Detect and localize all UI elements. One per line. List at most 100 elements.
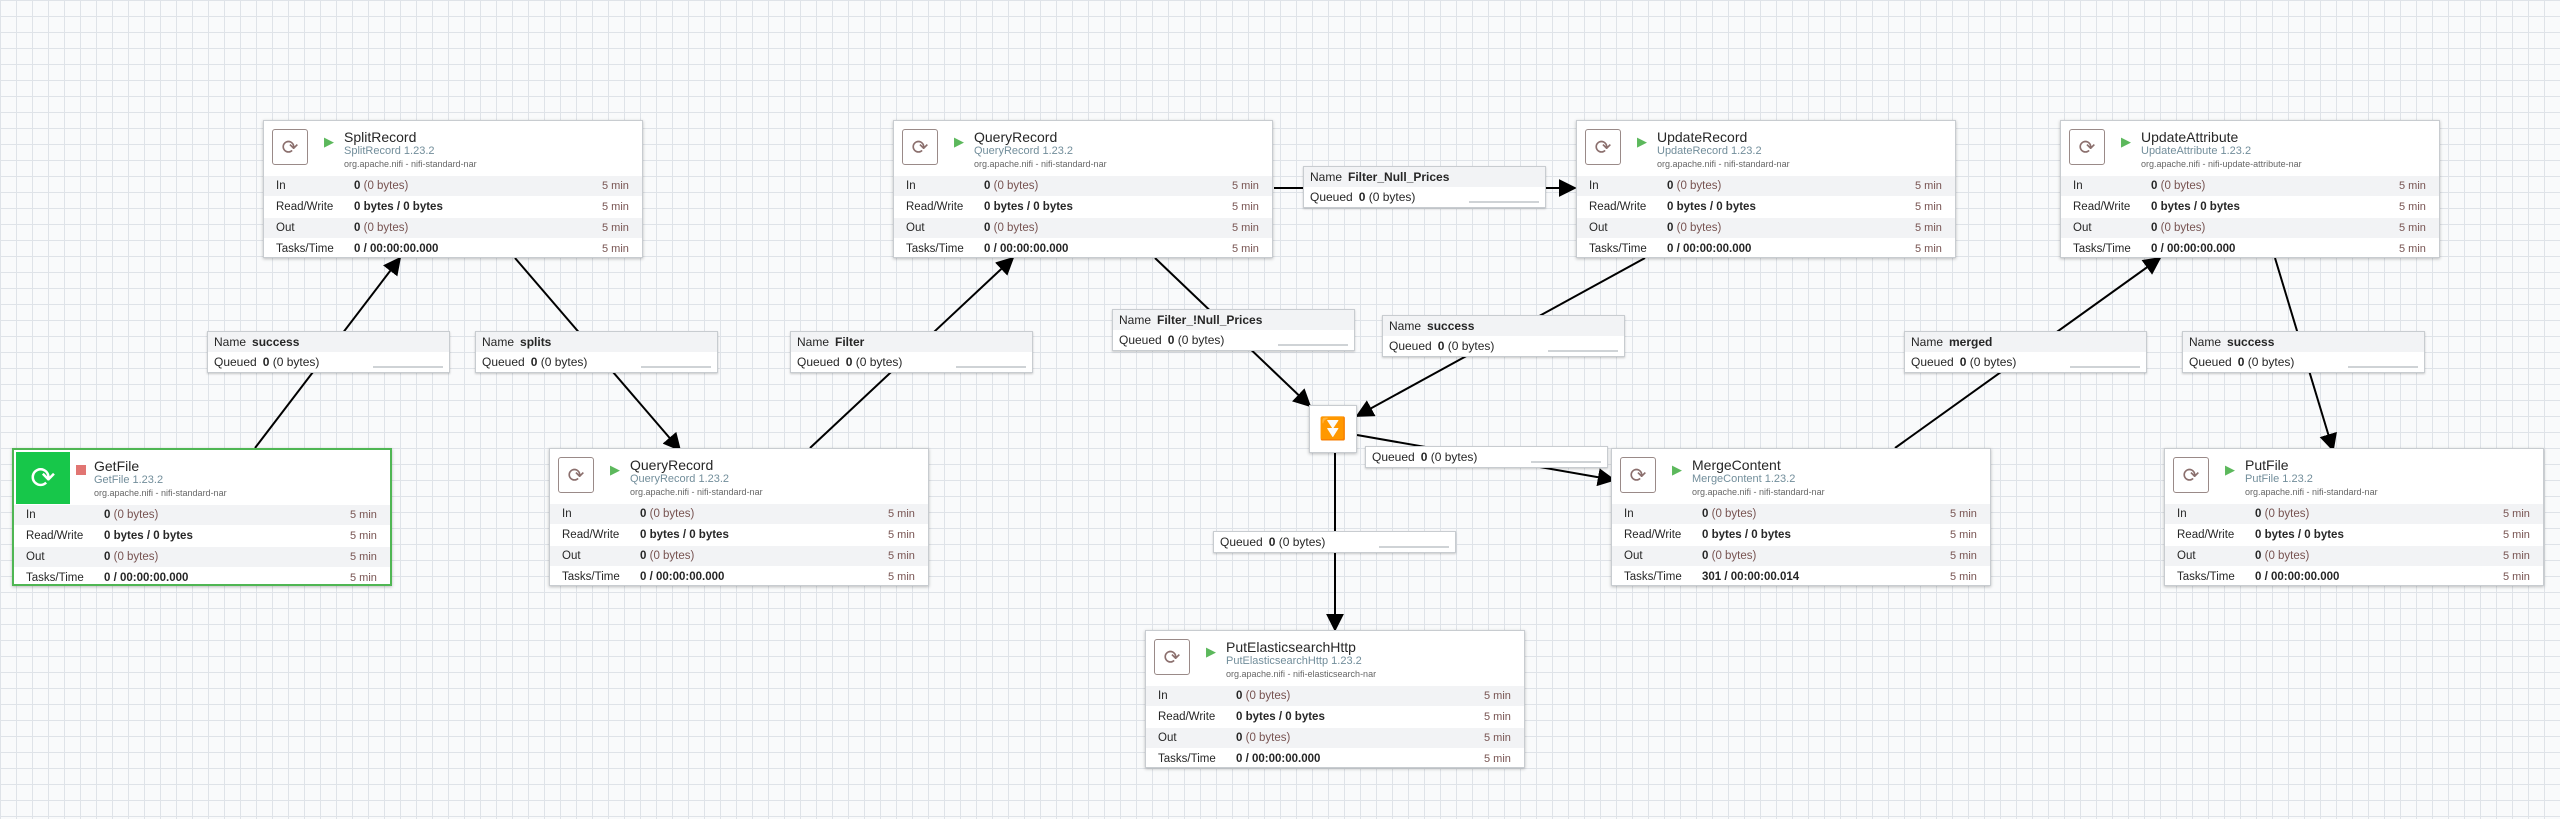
processor-icon: ⟳	[902, 129, 938, 165]
stat-window: 5 min	[1950, 508, 1977, 520]
processor-type: QueryRecord 1.23.2	[974, 145, 1074, 157]
label-name-key: Name	[1310, 170, 1343, 184]
stat-window: 5 min	[350, 572, 377, 584]
label-queued-key: Queued	[797, 355, 840, 369]
processor-type: GetFile 1.23.2	[94, 474, 164, 486]
stat-label-rw: Read/Write	[1624, 529, 1682, 541]
processor-updaterecord[interactable]: ⟳ ▶ UpdateRecord UpdateRecord 1.23.2 org…	[1576, 120, 1956, 258]
stat-in-bytes: (0 bytes)	[2264, 508, 2310, 520]
stat-out-bytes: (0 bytes)	[1245, 732, 1291, 744]
stat-out-bytes: (0 bytes)	[993, 222, 1039, 234]
stat-out-value: 0	[104, 551, 111, 563]
stat-in-bytes: (0 bytes)	[2160, 180, 2206, 192]
processor-name: PutFile	[2245, 457, 2289, 473]
connection-label-funnel-elastic[interactable]: Queued 0 (0 bytes)	[1213, 531, 1456, 553]
processor-queryrecord-2[interactable]: ⟳ ▶ QueryRecord QueryRecord 1.23.2 org.a…	[549, 448, 929, 586]
stat-out-bytes: (0 bytes)	[113, 551, 159, 563]
processor-name: QueryRecord	[630, 457, 714, 473]
stat-label-in: In	[276, 180, 286, 192]
queued-bytes: (0 bytes)	[1430, 450, 1478, 464]
stat-window: 5 min	[602, 222, 629, 234]
stat-out-bytes: (0 bytes)	[2160, 222, 2206, 234]
stat-label-tasks: Tasks/Time	[1624, 571, 1682, 583]
label-queued-key: Queued	[1220, 535, 1263, 549]
processor-queryrecord-1[interactable]: ⟳ ▶ QueryRecord QueryRecord 1.23.2 org.a…	[893, 120, 1273, 258]
stat-rw-value: 0 bytes / 0 bytes	[640, 529, 729, 541]
processor-name: UpdateAttribute	[2141, 129, 2239, 145]
label-name-key: Name	[1389, 319, 1422, 333]
queue-progress-bar	[2348, 366, 2418, 368]
processor-icon: ⟳	[1620, 457, 1656, 493]
connection-name: Filter_Null_Prices	[1348, 170, 1450, 184]
stat-rw-value: 0 bytes / 0 bytes	[1667, 201, 1756, 213]
stat-in-bytes: (0 bytes)	[1711, 508, 1757, 520]
processor-bundle: org.apache.nifi - nifi-standard-nar	[344, 159, 477, 169]
stat-in-bytes: (0 bytes)	[1676, 180, 1722, 192]
label-queued-key: Queued	[2189, 355, 2232, 369]
stat-window: 5 min	[1915, 201, 1942, 213]
processor-type: QueryRecord 1.23.2	[630, 473, 730, 485]
connection-name: Filter	[835, 335, 865, 349]
stat-window: 5 min	[350, 530, 377, 542]
stat-tasks-value: 0 / 00:00:00.000	[2255, 571, 2340, 583]
stat-window: 5 min	[1950, 529, 1977, 541]
processor-putelasticsearchhttp[interactable]: ⟳ ▶ PutElasticsearchHttp PutElasticsearc…	[1145, 630, 1525, 768]
queue-progress-bar	[1548, 350, 1618, 352]
processor-icon: ⟳	[16, 452, 70, 504]
stat-label-in: In	[26, 509, 36, 521]
stat-out-value: 0	[984, 222, 991, 234]
processor-bundle: org.apache.nifi - nifi-standard-nar	[2245, 487, 2378, 497]
connection-label-filter[interactable]: Name Filter Queued 0 (0 bytes)	[790, 331, 1033, 373]
stat-window: 5 min	[602, 180, 629, 192]
queued-bytes: (0 bytes)	[1177, 333, 1225, 347]
stat-window: 5 min	[1915, 222, 1942, 234]
play-icon: ▶	[2121, 134, 2131, 149]
connection-name: success	[1427, 319, 1475, 333]
stat-window: 5 min	[2399, 243, 2426, 255]
play-icon: ▶	[954, 134, 964, 149]
stat-label-tasks: Tasks/Time	[26, 572, 84, 584]
stat-label-out: Out	[276, 222, 295, 234]
queued-bytes: (0 bytes)	[1278, 535, 1326, 549]
stat-in-value: 0	[2255, 508, 2262, 520]
processor-type: UpdateAttribute 1.23.2	[2141, 145, 2252, 157]
label-queued-key: Queued	[1310, 190, 1353, 204]
label-name-key: Name	[797, 335, 830, 349]
queued-count: 0	[1268, 535, 1276, 549]
processor-type: MergeContent 1.23.2	[1692, 473, 1796, 485]
processor-name: SplitRecord	[344, 129, 417, 145]
label-queued-key: Queued	[1911, 355, 1954, 369]
stat-rw-value: 0 bytes / 0 bytes	[984, 201, 1073, 213]
stat-window: 5 min	[350, 509, 377, 521]
stat-label-rw: Read/Write	[26, 530, 84, 542]
processor-type: PutFile 1.23.2	[2245, 473, 2313, 485]
stat-label-out: Out	[562, 550, 581, 562]
processor-icon: ⟳	[2173, 457, 2209, 493]
processor-getfile[interactable]: ⟳ GetFile GetFile 1.23.2 org.apache.nifi…	[12, 448, 392, 586]
processor-bundle: org.apache.nifi - nifi-standard-nar	[1657, 159, 1790, 169]
queued-bytes: (0 bytes)	[855, 355, 903, 369]
stat-label-tasks: Tasks/Time	[2073, 243, 2131, 255]
stat-in-value: 0	[104, 509, 111, 521]
stat-window: 5 min	[1484, 753, 1511, 765]
stat-tasks-value: 0 / 00:00:00.000	[640, 571, 725, 583]
stat-window: 5 min	[1232, 201, 1259, 213]
stat-tasks-value: 0 / 00:00:00.000	[354, 243, 439, 255]
processor-updateattribute[interactable]: ⟳ ▶ UpdateAttribute UpdateAttribute 1.23…	[2060, 120, 2440, 258]
stat-label-in: In	[1158, 690, 1168, 702]
processor-splitrecord[interactable]: ⟳ ▶ SplitRecord SplitRecord 1.23.2 org.a…	[263, 120, 643, 258]
processor-putfile[interactable]: ⟳ ▶ PutFile PutFile 1.23.2 org.apache.ni…	[2164, 448, 2544, 586]
stat-tasks-value: 0 / 00:00:00.000	[1236, 753, 1321, 765]
label-queued-key: Queued	[1372, 450, 1415, 464]
funnel-icon[interactable]: ⏬	[1309, 405, 1357, 453]
queued-count: 0	[845, 355, 853, 369]
processor-mergecontent[interactable]: ⟳ ▶ MergeContent MergeContent 1.23.2 org…	[1611, 448, 1991, 586]
